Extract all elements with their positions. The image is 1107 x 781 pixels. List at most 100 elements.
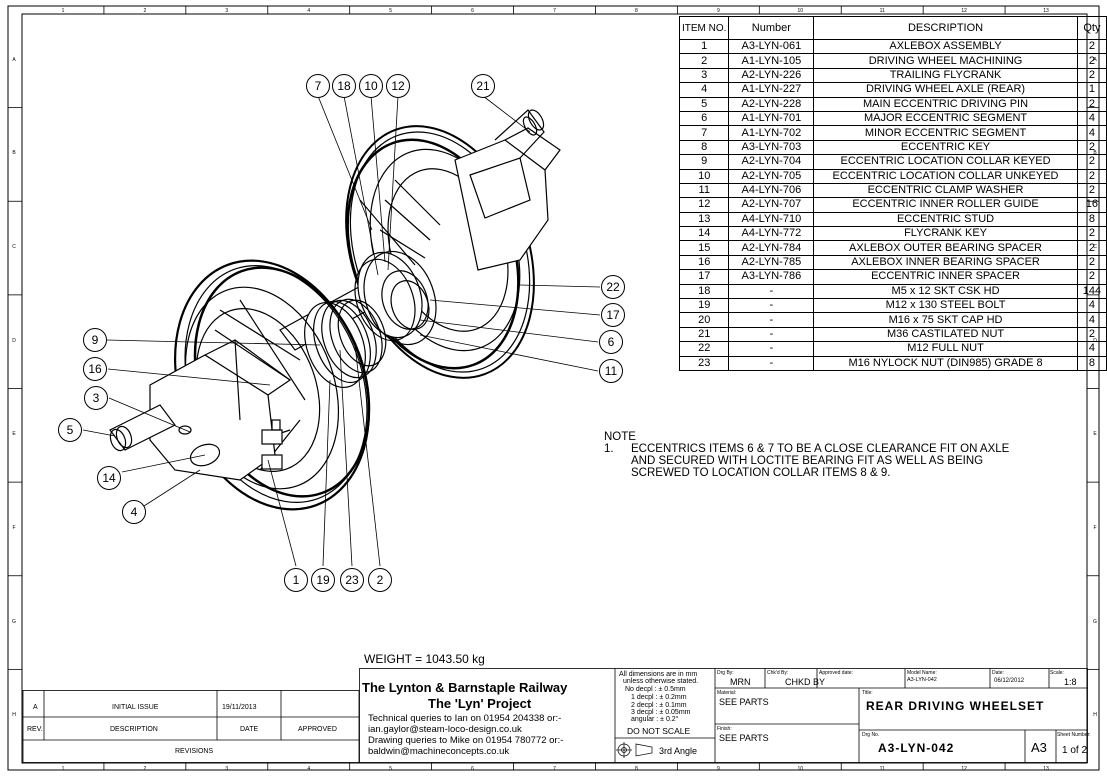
bom-cell: 2 [1076, 139, 1107, 156]
bom-cell: 4 [1076, 298, 1107, 314]
border-zone-letter: D [12, 337, 16, 344]
chkd-by-label: Chk'd By: [767, 670, 789, 676]
note-number: 1. [604, 443, 614, 455]
border-zone-letter: H [1093, 712, 1097, 719]
drawing-queries: Drawing queries to Mike on 01954 780772 … [368, 735, 564, 746]
bom-cell: ECCENTRIC LOCATION COLLAR UNKEYED [813, 168, 1078, 184]
note-line-2: AND SECURED WITH LOCTITE BEARING FIT AS … [631, 455, 984, 467]
bom-cell: 16 [678, 254, 730, 271]
item-balloon: 17 [601, 303, 625, 327]
border-zone-number: 1 [61, 766, 65, 772]
revision-header-desc: DESCRIPTION [110, 726, 158, 733]
revisions-footer: REVISIONS [175, 748, 214, 755]
project-name: The 'Lyn' Project [428, 696, 532, 711]
border-zone-number: 8 [635, 8, 638, 14]
bom-cell: 2 [1076, 182, 1107, 199]
bom-cell: 22 [678, 341, 730, 357]
drg-no-label: Drg No. [862, 732, 880, 738]
bom-cell: 7 [678, 125, 730, 141]
projection-label: 3rd Angle [659, 746, 698, 756]
sheet-number-label: Sheet Number: [1057, 732, 1091, 738]
bom-cell: 4 [1076, 110, 1107, 127]
drg-by-value: MRN [730, 677, 751, 687]
bom-cell: MAJOR ECCENTRIC SEGMENT [813, 110, 1078, 127]
border-zone-number: 6 [471, 8, 474, 14]
bom-cell: A1-LYN-701 [728, 110, 815, 127]
bom-cell: A3-LYN-786 [728, 269, 815, 285]
border-zone-number: 7 [553, 766, 556, 772]
technical-email: ian.gaylor@steam-loco-design.co.uk [368, 724, 522, 735]
bom-cell: 21 [678, 326, 730, 343]
item-balloon: 3 [84, 386, 108, 410]
item-balloon: 22 [601, 275, 625, 299]
item-balloon: 10 [359, 74, 383, 98]
bom-cell: A1-LYN-227 [728, 82, 815, 98]
border-zone-letter: G [12, 618, 16, 625]
bom-cell: 17 [678, 269, 730, 285]
bom-cell: 8 [1076, 355, 1107, 371]
scale-value: 1:8 [1064, 677, 1077, 687]
border-zone-number: 3 [225, 8, 229, 14]
item-balloon: 16 [83, 357, 107, 381]
bom-cell: 2 [1076, 254, 1107, 271]
border-zone-letter: F [12, 524, 16, 531]
bom-cell: MINOR ECCENTRIC SEGMENT [813, 125, 1078, 141]
bom-cell: A3-LYN-061 [728, 38, 815, 55]
border-zone-letter: F [1093, 524, 1097, 531]
bom-header-cell: Number [728, 16, 815, 40]
border-zone-number: 12 [961, 8, 967, 14]
model-name-value: A3-LYN-042 [907, 677, 937, 683]
revision-header-rev: REV. [27, 726, 43, 733]
date-label: Date: [992, 670, 1004, 676]
bom-cell: ECCENTRIC CLAMP WASHER [813, 182, 1078, 199]
bom-cell: A2-LYN-707 [728, 197, 815, 213]
bom-cell: 15 [678, 240, 730, 256]
border-zone-letter: A [12, 56, 16, 63]
border-zone-number: 5 [389, 766, 393, 772]
bom-cell: M12 FULL NUT [813, 341, 1078, 357]
border-zone-letter: C [12, 244, 16, 251]
item-balloon: 1 [284, 568, 308, 592]
material-value: SEE PARTS [719, 697, 769, 707]
assembly-drawing [82, 95, 601, 567]
revision-row-desc: INITIAL ISSUE [112, 704, 159, 711]
bom-cell: AXLEBOX INNER BEARING SPACER [813, 254, 1078, 271]
bom-cell: 2 [1076, 38, 1107, 55]
bom-cell: 11 [678, 182, 730, 199]
bom-cell: - [728, 326, 815, 343]
drawing-title: REAR DRIVING WHEELSET [866, 699, 1045, 713]
revision-header-approved: APPROVED [298, 726, 337, 733]
sheet-number: 1 of 2 [1062, 745, 1088, 756]
bom-cell: M16 x 75 SKT CAP HD [813, 312, 1078, 328]
bom-cell: DRIVING WHEEL AXLE (REAR) [813, 82, 1078, 98]
drawing-email: baldwin@machineconcepts.co.uk [368, 746, 510, 757]
bom-cell: 2 [678, 53, 730, 69]
border-zone-number: 11 [879, 766, 885, 772]
border-zone-number: 10 [797, 766, 804, 772]
bom-cell: - [728, 283, 815, 300]
border-zone-letter: B [12, 150, 16, 157]
item-balloon: 21 [471, 74, 495, 98]
drawing-number: A3-LYN-042 [878, 741, 955, 755]
note-heading: NOTE [604, 431, 636, 443]
bom-cell: 2 [1076, 226, 1107, 242]
bom-header-cell: DESCRIPTION [813, 16, 1078, 40]
border-zone-letter: G [1093, 618, 1097, 625]
tolerance-line-5: 2 decpl : ± 0.1mm [631, 702, 687, 709]
bom-cell: A2-LYN-228 [728, 96, 815, 112]
item-balloon: 7 [306, 74, 330, 98]
border-zone-number: 4 [307, 8, 311, 14]
bom-cell: A2-LYN-226 [728, 67, 815, 84]
bom-cell: 4 [1076, 125, 1107, 141]
bom-cell: ECCENTRIC KEY [813, 139, 1078, 156]
